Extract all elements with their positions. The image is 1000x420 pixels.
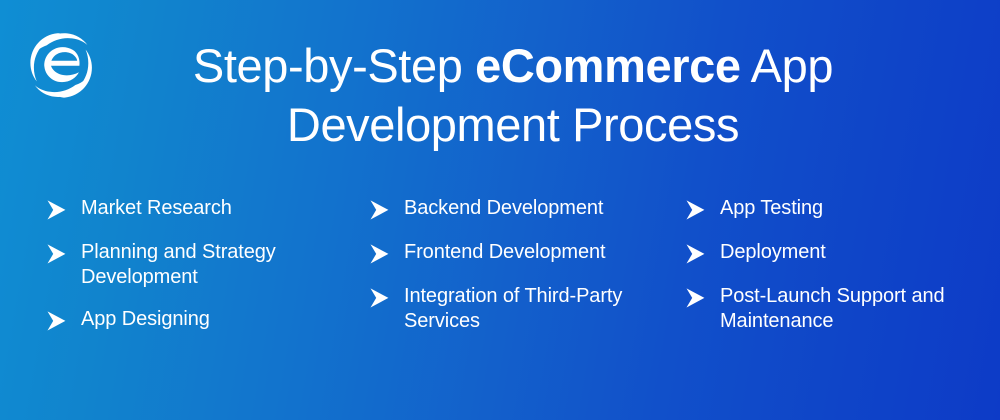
steps-column-3: App Testing Deployment Post-Launch Suppo… <box>684 196 984 351</box>
chevron-right-icon <box>368 241 392 267</box>
step-label: Market Research <box>81 197 232 219</box>
list-item: Planning and Strategy Development <box>45 240 345 290</box>
banner-title: Step-by-Step eCommerce App Development P… <box>118 36 908 154</box>
step-label: App Designing <box>81 308 210 330</box>
list-item: Backend Development <box>368 196 668 223</box>
steps-column-2: Backend Development Frontend Development… <box>368 196 668 351</box>
list-item: Deployment <box>684 240 984 267</box>
step-label: Planning and Strategy Development <box>81 241 276 288</box>
chevron-right-icon <box>45 308 69 334</box>
title-prefix: Step-by-Step <box>192 39 476 92</box>
step-label: Deployment <box>720 241 826 263</box>
chevron-right-icon <box>684 241 708 267</box>
list-item: Integration of Third-Party Services <box>368 284 668 334</box>
process-steps-list: Market Research Planning and Strategy De… <box>0 196 1000 366</box>
list-item: App Designing <box>45 307 345 334</box>
banner-header: Step-by-Step eCommerce App Development P… <box>0 0 1000 180</box>
chevron-right-icon <box>45 241 69 267</box>
step-label: App Testing <box>720 197 824 219</box>
list-item: Frontend Development <box>368 240 668 267</box>
list-item: App Testing <box>684 196 984 223</box>
step-label: Post-Launch Support and Maintenance <box>720 285 945 332</box>
chevron-right-icon <box>684 285 708 311</box>
steps-column-1: Market Research Planning and Strategy De… <box>45 196 345 351</box>
list-item: Post-Launch Support and Maintenance <box>684 284 984 334</box>
title-emphasis: eCommerce <box>475 39 741 92</box>
chevron-right-icon <box>368 197 392 223</box>
title-line-2: Development Process <box>286 98 740 151</box>
title-suffix: App <box>740 39 834 92</box>
chevron-right-icon <box>45 197 69 223</box>
chevron-right-icon <box>368 285 392 311</box>
step-label: Frontend Development <box>404 241 606 263</box>
list-item: Market Research <box>45 196 345 223</box>
chevron-right-icon <box>684 197 708 223</box>
brand-logo-e-sphere-icon <box>26 30 96 100</box>
step-label: Backend Development <box>404 197 604 219</box>
step-label: Integration of Third-Party Services <box>404 285 623 332</box>
